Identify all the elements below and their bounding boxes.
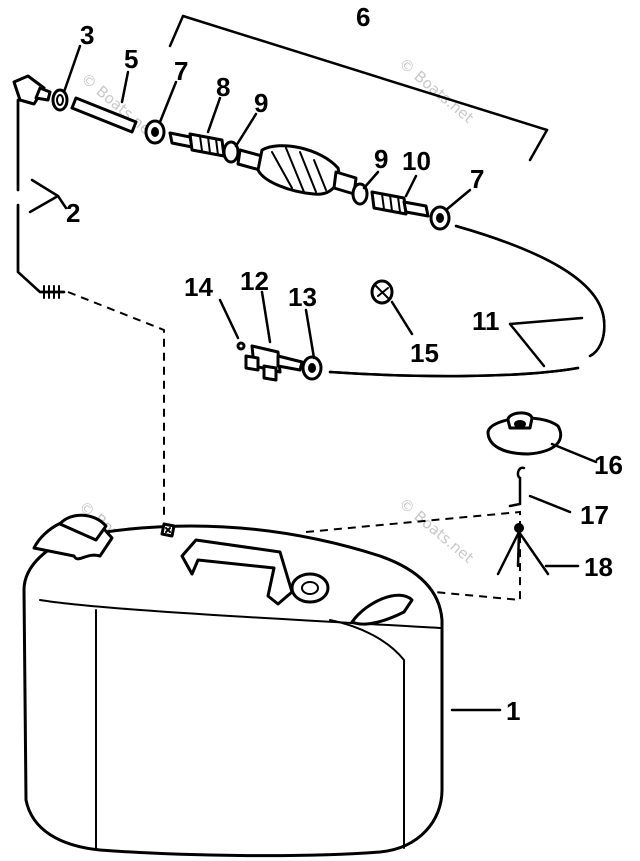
fuel-hose [328,224,606,378]
callout-11: 11 [472,306,500,336]
callout-18: 18 [584,552,613,582]
filler-cap [486,411,563,456]
hose-clamp [144,119,166,145]
hose-fitting [370,190,430,218]
callout-3: 3 [80,20,94,50]
small-o-ring [236,341,246,351]
spare-clamp [370,279,394,305]
callout-16: 16 [594,450,623,480]
callout-12: 12 [240,266,269,296]
watermark: © Boats.net [395,494,477,567]
primer-bulb [236,144,358,196]
vent-stand [496,523,550,576]
callout-8: 8 [216,72,230,102]
watermark: © Boats.net [395,54,477,127]
callout-1: 1 [506,696,520,726]
hose-fitting [168,131,226,158]
assembly-bracket [168,14,549,162]
cap-hook [508,466,526,508]
leader-lines [28,44,598,712]
hose-segment [70,96,138,134]
hose-clamp [429,205,451,231]
callout-6: 6 [356,2,370,32]
hose-clamp [301,355,323,381]
callout-7: 7 [174,56,188,86]
callout-15: 15 [410,338,439,368]
tank-connector [244,344,304,382]
callout-13: 13 [288,282,317,312]
pickup-tube [12,74,66,299]
callout-9: 9 [254,88,268,118]
o-ring [222,140,240,164]
callout-17: 17 [580,500,609,530]
clamp-ring [51,88,69,112]
callout-2: 2 [66,198,80,228]
callout-10: 10 [402,146,431,176]
callout-7: 7 [470,164,484,194]
callout-labels: 1 2 3 5 6 7 8 9 9 10 7 11 12 13 14 15 16… [66,2,623,726]
callout-5: 5 [124,44,138,74]
callout-14: 14 [184,272,213,302]
fuel-tank [22,513,444,858]
callout-9: 9 [374,144,388,174]
